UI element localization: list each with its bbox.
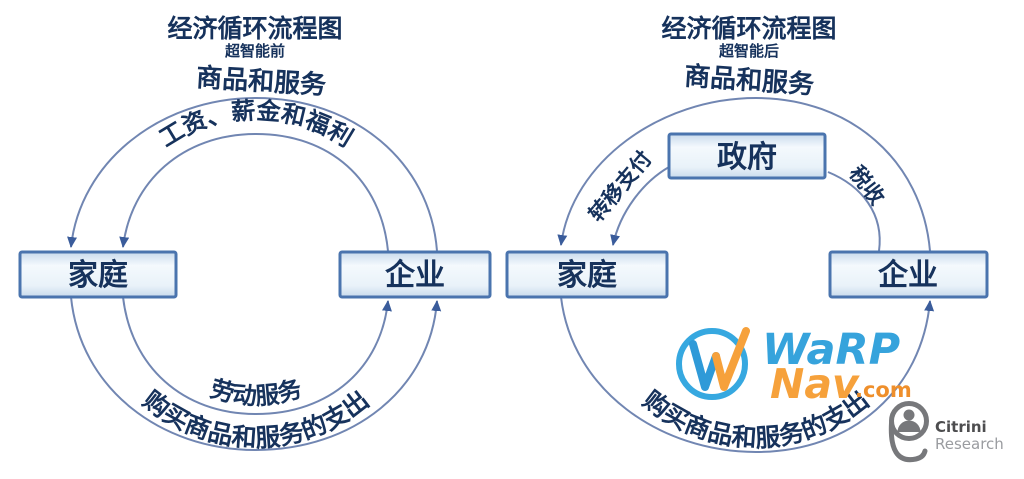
right-tax-arc-firm-to-government [827, 171, 881, 252]
right-household-box: 家庭 [505, 250, 669, 299]
right-diagram-post-superintelligence: 经济循环流程图 超智能后 商品和服务 转移支付 税收 购买商品和服务的支出 政府… [505, 14, 989, 454]
citrini-logo-icon [888, 401, 929, 463]
warpnav-watermark: WaRP Nav .com [676, 325, 912, 408]
citrini-research: Research [935, 435, 1004, 453]
left-labor-services-label: 劳动服务 [207, 374, 306, 410]
left-wages-label: 工资、薪金和福利 [154, 96, 357, 152]
right-title: 经济循环流程图 [661, 14, 836, 43]
left-firm-label: 企业 [385, 258, 445, 293]
warpnav-tld: .com [855, 378, 912, 402]
right-bottom-outer-arc-spending [560, 296, 935, 454]
left-subtitle: 超智能前 [224, 42, 285, 60]
left-firm-box: 企业 [338, 250, 492, 299]
right-household-label: 家庭 [557, 258, 617, 293]
right-firm-box: 企业 [828, 250, 989, 299]
left-top-outer-arc-goods-services [67, 96, 438, 252]
left-household-label: 家庭 [68, 258, 128, 293]
right-top-outer-arc-goods-services [557, 96, 931, 252]
citrini-name: Citrini [935, 418, 987, 436]
right-transfer-arc-government-to-household [610, 166, 670, 246]
warpnav-word2: Nav [770, 360, 860, 408]
right-government-box: 政府 [667, 132, 827, 180]
warpnav-word1: WaRP [762, 325, 900, 375]
left-top-inner-arc-wages [119, 132, 389, 252]
left-bottom-inner-arc-labor [122, 296, 392, 416]
left-title: 经济循环流程图 [167, 14, 342, 43]
right-firm-label: 企业 [878, 258, 938, 293]
right-subtitle: 超智能后 [718, 42, 779, 60]
citrini-watermark: Citrini Research [888, 401, 1004, 463]
left-goods-services-label: 商品和服务 [195, 62, 327, 101]
right-government-label: 政府 [717, 140, 777, 175]
left-diagram-pre-superintelligence: 经济循环流程图 超智能前 商品和服务 工资、薪金和福利 劳动服务 购买商品和服务… [18, 14, 492, 453]
left-bottom-outer-arc-spending [70, 296, 442, 452]
warpnav-logo-icon [676, 327, 750, 400]
left-household-box: 家庭 [18, 250, 178, 299]
right-goods-services-label: 商品和服务 [683, 61, 815, 101]
